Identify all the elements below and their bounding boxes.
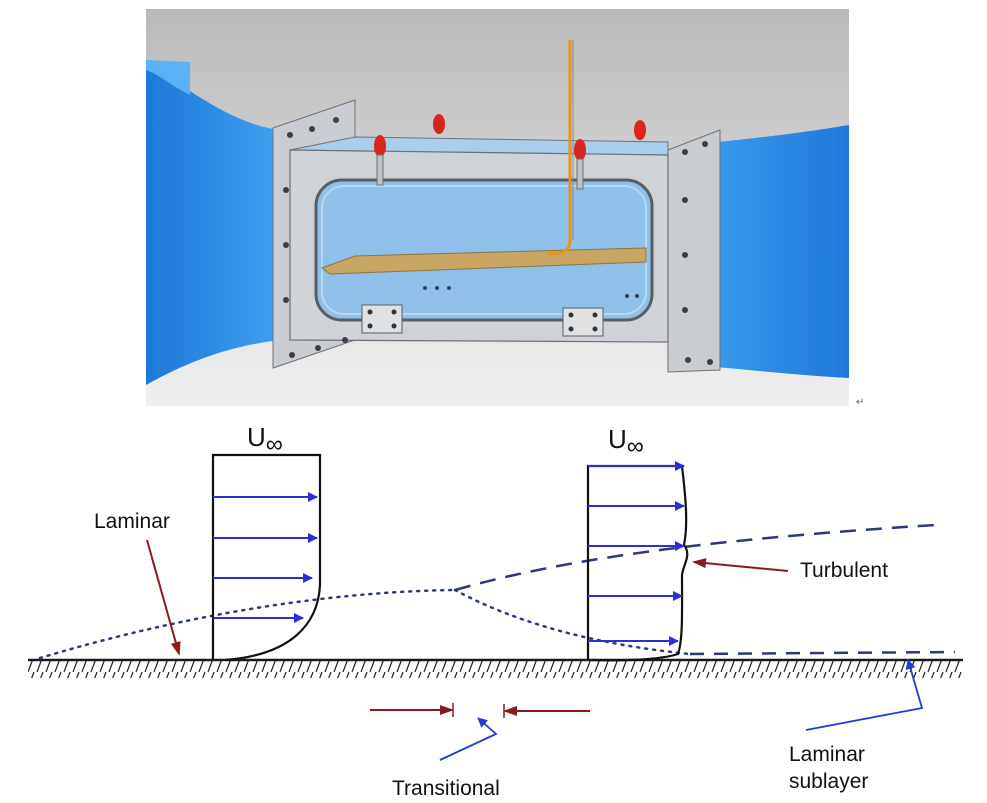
laminar-sublayer-line — [689, 650, 956, 656]
laminar-velocity-profile — [211, 453, 322, 662]
right-flange — [667, 129, 721, 373]
laminar-edge-line — [38, 588, 457, 660]
transitional-pointer — [439, 717, 498, 761]
right-duct — [690, 125, 849, 378]
pitot-probe — [547, 40, 572, 256]
turbulent-edge-line — [454, 523, 936, 592]
flat-plate — [320, 247, 647, 275]
laminar-pointer-arrow — [146, 539, 181, 656]
svg-text:↵: ↵ — [856, 397, 864, 408]
laminar-label: Laminar — [94, 510, 170, 533]
left-duct — [146, 60, 280, 385]
laminar-sublayer-label: Laminar sublayer — [789, 743, 871, 793]
flange-bolts — [283, 117, 713, 365]
turbulent-pointer-arrow — [692, 558, 789, 572]
boundary-layer-diagram: U∞ U∞ Laminar Turbulent Transitional Lam… — [28, 422, 963, 800]
wall-hatching — [28, 660, 963, 678]
free-stream-label-laminar: U∞ — [247, 422, 283, 458]
test-section-render: ↵ — [146, 9, 864, 408]
clamp-handles — [374, 114, 646, 190]
viewing-window — [314, 178, 654, 322]
sublayer-transition-line — [453, 588, 692, 656]
free-stream-label-turbulent: U∞ — [608, 424, 644, 460]
turbulent-velocity-profile — [586, 461, 689, 662]
turbulent-label: Turbulent — [800, 559, 888, 582]
transitional-label: Transitional — [392, 777, 500, 800]
laminar-sublayer-pointer — [805, 659, 924, 731]
hinges — [361, 304, 604, 337]
